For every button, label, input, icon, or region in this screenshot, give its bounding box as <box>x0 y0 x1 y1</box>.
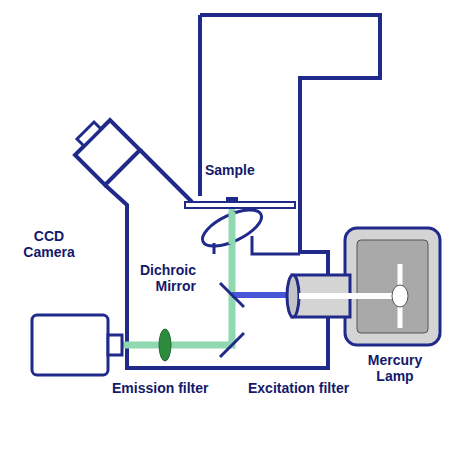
neck-edge <box>140 150 192 202</box>
part-label: Sample <box>205 162 267 178</box>
microscope-body <box>105 15 380 368</box>
ccd-camera <box>32 315 108 375</box>
eyepiece-cap <box>77 122 101 146</box>
arm-edge <box>198 15 202 196</box>
dichroic-mirror <box>220 283 244 307</box>
part-label: Dichroic Mirror <box>130 262 196 294</box>
part-label: Mercury Lamp <box>355 352 435 384</box>
part-label: Excitation filter <box>248 380 378 396</box>
stage-plate <box>185 202 295 208</box>
lamp-inner <box>357 240 428 333</box>
eyepiece <box>75 120 140 185</box>
lamp-beam <box>299 293 400 299</box>
camera-port <box>108 335 122 355</box>
objective-mount <box>214 236 300 254</box>
lamp-housing <box>345 228 440 345</box>
part-label: Emission filter <box>112 380 232 396</box>
emission-filter <box>159 329 171 361</box>
lamp-bulb <box>392 285 408 307</box>
condenser-lens <box>287 275 299 317</box>
emission-beam-top <box>229 212 236 244</box>
objective-lens <box>198 203 267 254</box>
reflecting-mirror <box>220 333 244 357</box>
part-label: CCD Camera <box>14 228 84 260</box>
sample-holder <box>226 197 238 202</box>
